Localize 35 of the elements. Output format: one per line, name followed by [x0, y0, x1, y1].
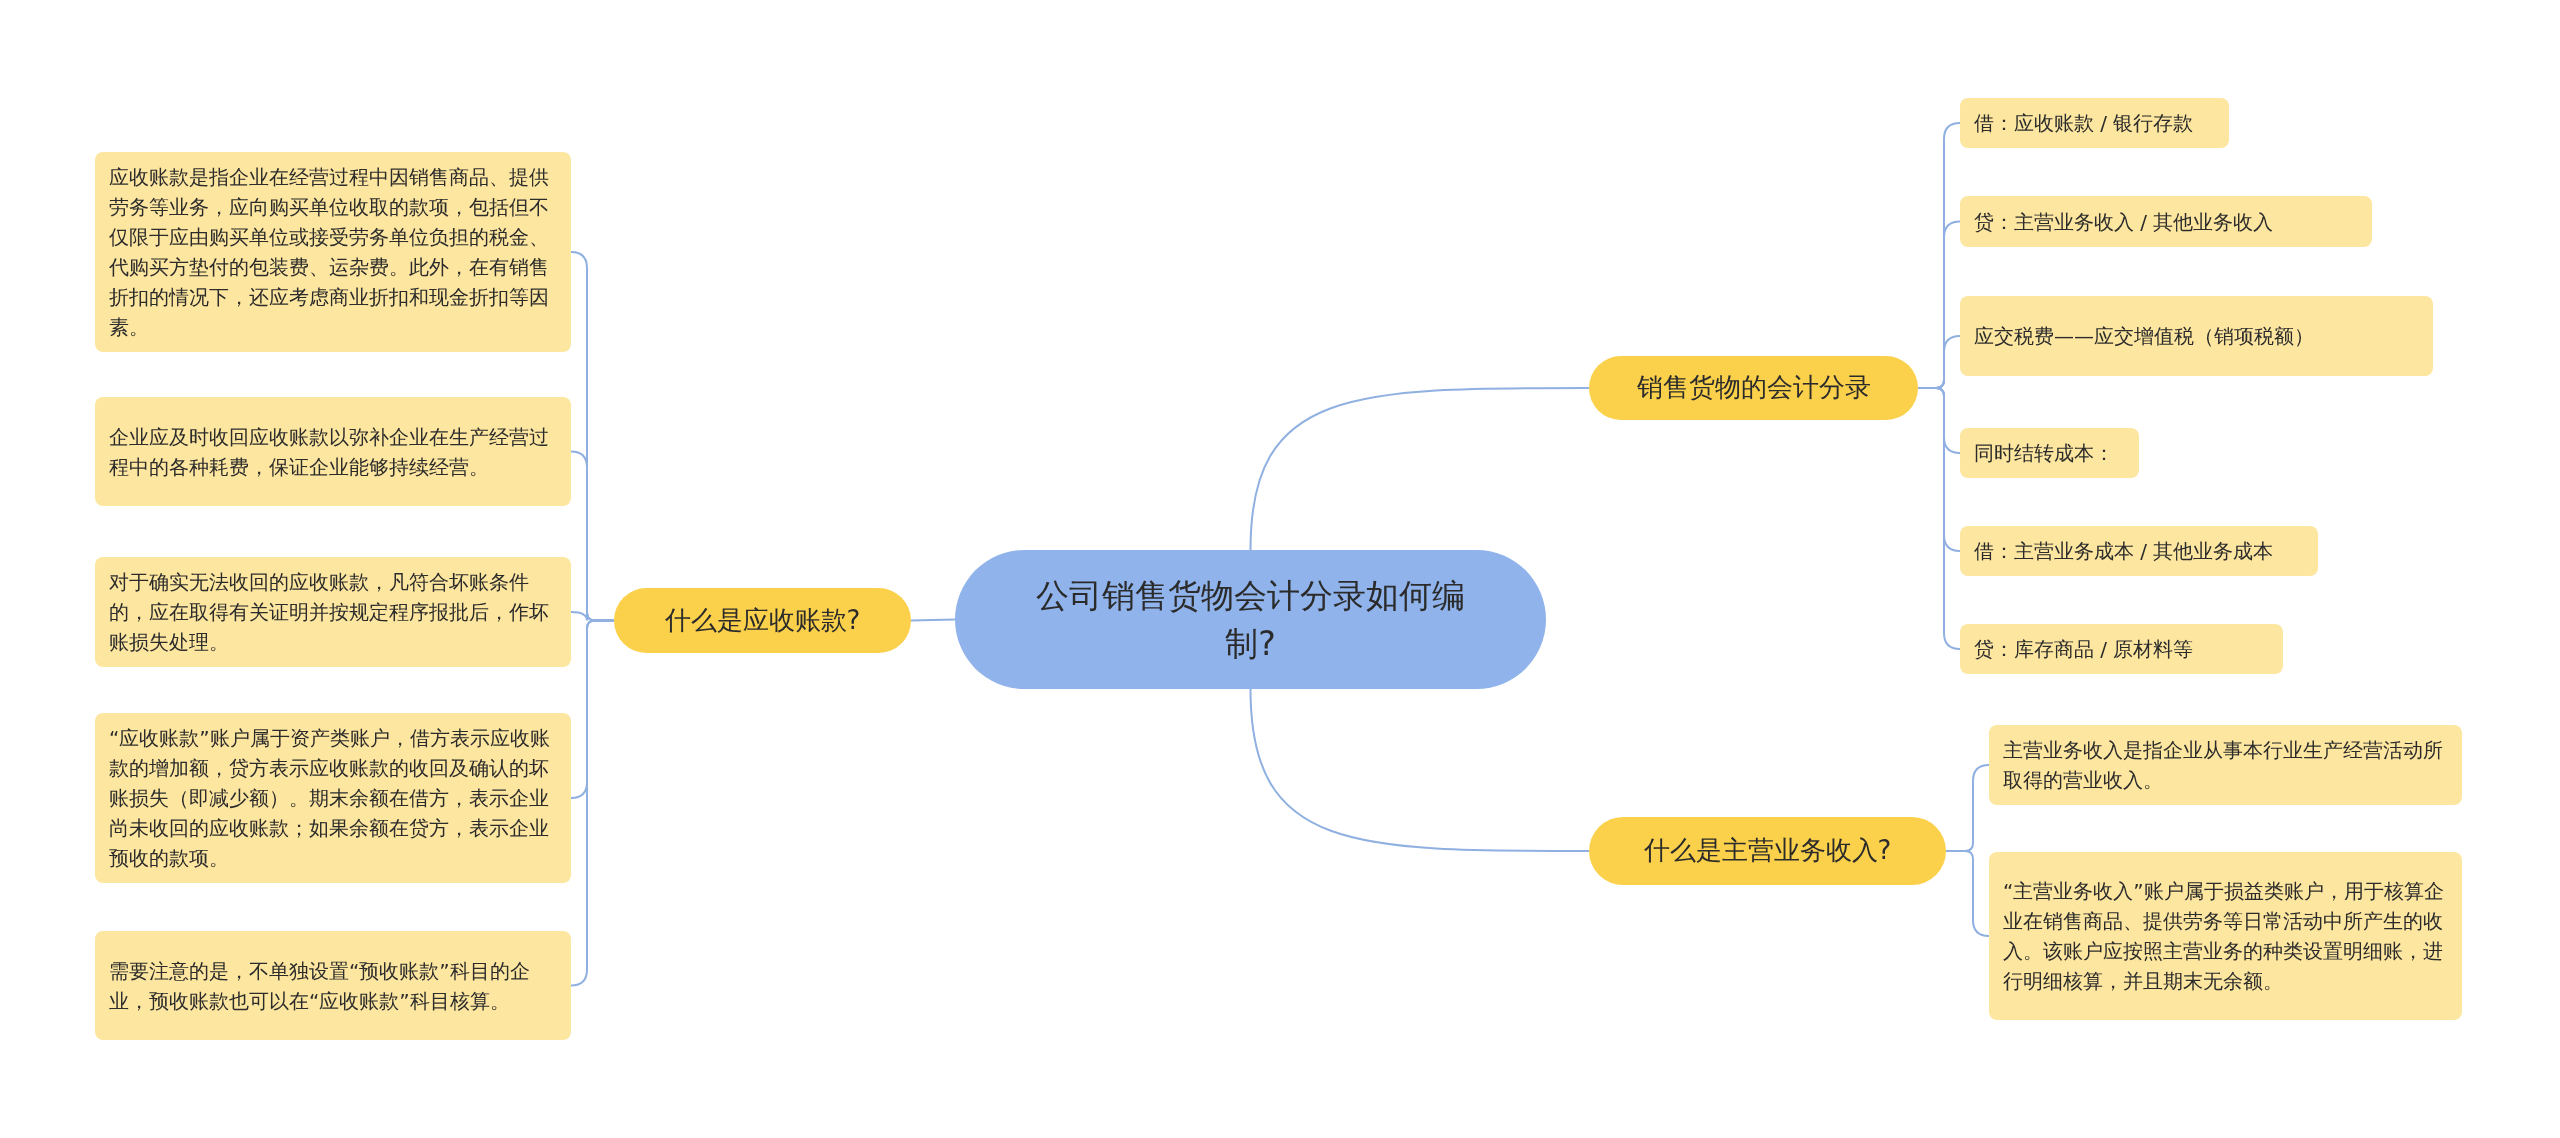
connector-line — [1249, 387, 1590, 551]
note-card — [1989, 852, 2462, 1020]
note-card — [1989, 725, 2462, 805]
connector-line — [1249, 688, 1590, 852]
topic-text: 对于确实无法收回的应收账款，凡符合坏账条件的，应在取得有关证明并按规定程序报批后，作坏账损失处理。 — [109, 569, 550, 656]
topic-text: 需要注意的是，不单独设置“预收账款”科目的企业，预收账款也可以在“应收账款”科目核算。 — [109, 957, 531, 1015]
topic-text: “应收账款”账户属于资产类账户，借方表示应收账款的增加额，贷方表示应收账款的收回及确认的坏账损失（即减少额）。期末余额在借方，表示企业尚未收回的应收账款；如果余额在贷方，表示企业预收的款项。 — [109, 725, 551, 872]
topic-text: 同时结转成本： — [1974, 440, 2114, 467]
note-card — [95, 713, 571, 883]
note-card — [1960, 98, 2229, 148]
note-card — [1960, 296, 2433, 376]
topic-text: 销售货物的会计分录 — [1636, 371, 1871, 405]
connector-line — [1945, 850, 1990, 937]
note-card — [1960, 526, 2318, 576]
note-card — [1960, 428, 2139, 478]
note-card — [95, 557, 571, 667]
topic-text: 公司销售货物会计分录如何编制? — [1035, 574, 1466, 665]
topic-text: 应交税费——应交增值税（销项税额） — [1974, 323, 2314, 350]
connector-line — [1917, 387, 1961, 650]
topic-text: 什么是主营业务收入? — [1643, 834, 1892, 868]
note-card — [95, 397, 571, 506]
topic-text: 借：主营业务成本 / 其他业务成本 — [1974, 538, 2274, 565]
topic-text: “主营业务收入”账户属于损益类账户，用于核算企业在销售商品、提供劳务等日常活动中所产生的收入。该账户应按照主营业务的种类设置明细账，进行明细核算，并且期末无余额。 — [2003, 878, 2445, 995]
topic-text: 借：应收账款 / 银行存款 — [1974, 110, 2194, 137]
note-card — [1960, 196, 2372, 247]
topic-text: 企业应及时收回应收账款以弥补企业在生产经营过程中的各种耗费，保证企业能够持续经营。 — [109, 423, 550, 481]
note-card — [95, 931, 571, 1040]
note-card — [1960, 624, 2283, 674]
topic-text: 什么是应收账款? — [664, 603, 861, 637]
topic-text: 贷：库存商品 / 原材料等 — [1974, 636, 2194, 663]
topic-text: 贷：主营业务收入 / 其他业务收入 — [1974, 208, 2274, 236]
topic-text: 应收账款是指企业在经营过程中因销售商品、提供劳务等业务，应向购买单位收取的款项，包括但不仅限于应由购买单位或接受劳务单位负担的税金、代购买方垫付的包装费、运杂费。此外，在有销售折扣的情况下，还应考虑商业折扣和现金折扣等因素。 — [109, 164, 550, 341]
note-card — [95, 152, 571, 352]
topic-text: 主营业务收入是指企业从事本行业生产经营活动所取得的营业收入。 — [2003, 737, 2444, 794]
connector-line — [910, 618, 956, 622]
